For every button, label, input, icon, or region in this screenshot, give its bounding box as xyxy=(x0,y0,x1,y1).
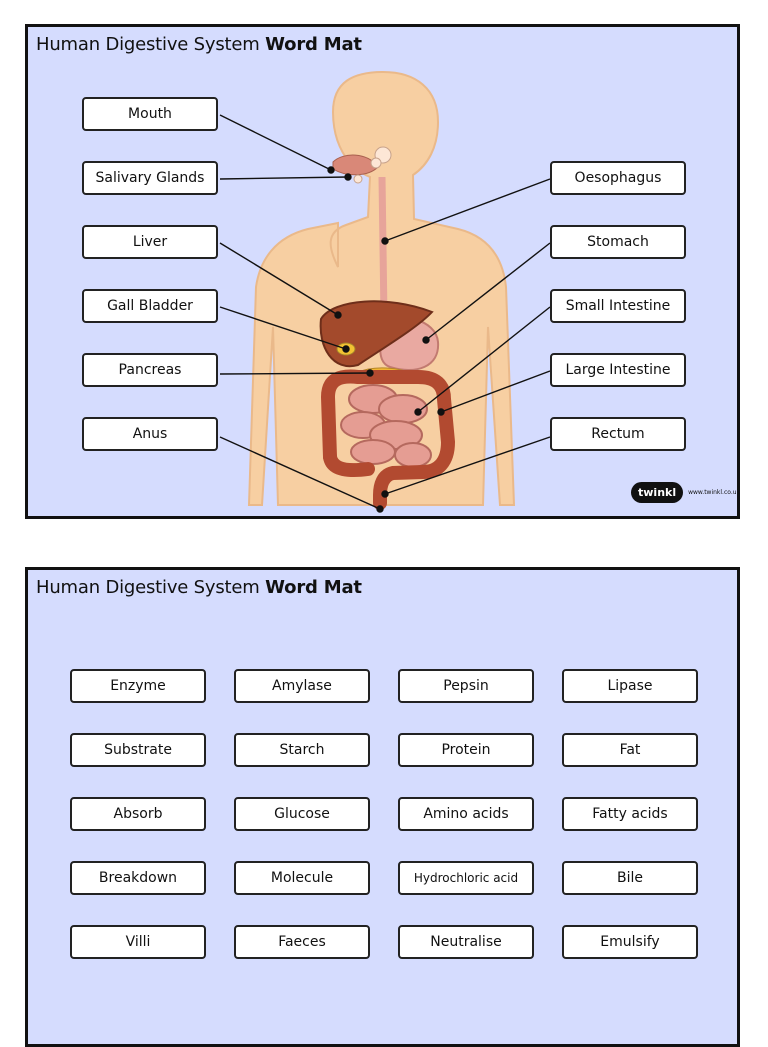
vocabulary-word-mat-panel: Human Digestive System Word Mat Enzyme A… xyxy=(25,567,740,1047)
label-large-intestine: Large Intestine xyxy=(550,353,686,387)
label-pancreas: Pancreas xyxy=(82,353,218,387)
panel-title: Human Digestive System Word Mat xyxy=(36,34,362,55)
word-card: Villi xyxy=(70,925,206,959)
word-card: Neutralise xyxy=(398,925,534,959)
leader-lines xyxy=(219,114,551,513)
word-card: Starch xyxy=(234,733,370,767)
panel-title: Human Digestive System Word Mat xyxy=(36,577,362,598)
word-card: Emulsify xyxy=(562,925,698,959)
label-liver: Liver xyxy=(82,225,218,259)
word-card: Faeces xyxy=(234,925,370,959)
small-intestine-shape xyxy=(340,384,432,468)
label-gall-bladder: Gall Bladder xyxy=(82,289,218,323)
word-card: Lipase xyxy=(562,669,698,703)
word-card: Amino acids xyxy=(398,797,534,831)
label-small-intestine: Small Intestine xyxy=(550,289,686,323)
word-card: Breakdown xyxy=(70,861,206,895)
label-stomach: Stomach xyxy=(550,225,686,259)
digestive-system-illustration xyxy=(219,70,551,513)
twinkl-logo: twinkl www.twinkl.co.uk xyxy=(631,482,740,503)
label-rectum: Rectum xyxy=(550,417,686,451)
word-card: Amylase xyxy=(234,669,370,703)
word-card: Protein xyxy=(398,733,534,767)
word-card: Absorb xyxy=(70,797,206,831)
oesophagus-shape xyxy=(378,176,388,318)
logo-url: www.twinkl.co.uk xyxy=(688,489,741,496)
word-card: Fatty acids xyxy=(562,797,698,831)
word-card: Enzyme xyxy=(70,669,206,703)
word-card: Hydrochloric acid xyxy=(398,861,534,895)
word-card: Fat xyxy=(562,733,698,767)
salivary-glands-shape xyxy=(353,146,392,184)
word-card: Glucose xyxy=(234,797,370,831)
word-card: Molecule xyxy=(234,861,370,895)
label-anus: Anus xyxy=(82,417,218,451)
word-card: Pepsin xyxy=(398,669,534,703)
diagram-word-mat-panel: Human Digestive System Word Mat xyxy=(25,24,740,519)
label-oesophagus: Oesophagus xyxy=(550,161,686,195)
word-card: Bile xyxy=(562,861,698,895)
word-card: Substrate xyxy=(70,733,206,767)
logo-brand: twinkl xyxy=(631,482,684,503)
label-mouth: Mouth xyxy=(82,97,218,131)
large-intestine-shape xyxy=(320,369,456,510)
label-salivary-glands: Salivary Glands xyxy=(82,161,218,195)
